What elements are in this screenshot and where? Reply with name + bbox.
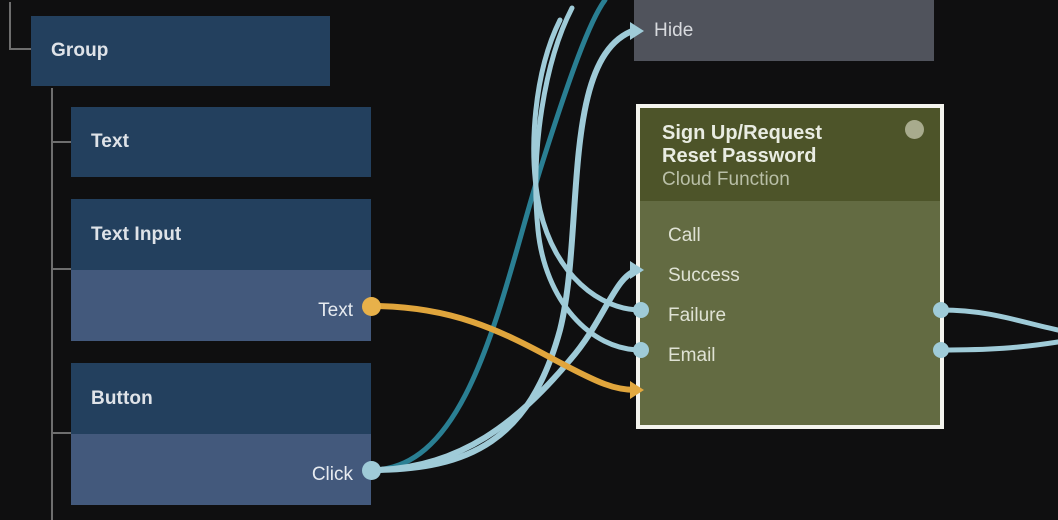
- port-label-failure[interactable]: Failure: [668, 305, 727, 327]
- node-cloud-function-subtitle: Cloud Function: [662, 168, 790, 190]
- wire-click-to-call: [368, 267, 641, 473]
- socket-output-2[interactable]: [933, 342, 949, 358]
- port-label-click-output[interactable]: Click: [311, 464, 353, 485]
- tree-rail-child-text: [51, 141, 71, 143]
- node-text-input-title: Text Input: [91, 223, 182, 245]
- wire-output-2: [938, 339, 1058, 353]
- node-text-input[interactable]: Text Input Text: [71, 199, 371, 341]
- node-hide[interactable]: Hide: [634, 0, 934, 61]
- socket-text-input-text-output[interactable]: [362, 297, 381, 316]
- node-button-title: Button: [91, 387, 153, 409]
- node-hide-header: Hide: [634, 0, 934, 61]
- node-text-input-header: Text Input: [71, 199, 371, 270]
- node-cloud-function[interactable]: Sign Up/Request Reset Password Cloud Fun…: [636, 104, 944, 429]
- wire-output-1: [938, 307, 1058, 333]
- port-arrow-call-input[interactable]: [630, 261, 644, 279]
- node-button-header: Button: [71, 363, 371, 434]
- tree-rail-root-vertical: [9, 2, 11, 50]
- node-cloud-function-body: Call Success Failure Email: [640, 201, 940, 395]
- wire-click-to-offscreen-top: [368, 0, 608, 473]
- tree-rail-child-button: [51, 432, 71, 434]
- node-group[interactable]: Group: [31, 16, 330, 86]
- port-arrow-hide-input[interactable]: [630, 22, 644, 40]
- node-text-input-body: Text: [71, 270, 371, 341]
- tree-rail-root-horizontal: [9, 48, 33, 50]
- wire-failure-to-offscreen-top: [533, 5, 644, 353]
- node-button[interactable]: Button Click: [71, 363, 371, 505]
- port-arrow-email-input[interactable]: [630, 381, 644, 399]
- wire-click-to-hide: [368, 27, 638, 473]
- wire-text-to-email: [368, 303, 639, 393]
- tree-rail-child-text-input: [51, 268, 71, 270]
- node-cloud-function-header: Sign Up/Request Reset Password Cloud Fun…: [640, 108, 940, 202]
- socket-output-1[interactable]: [933, 302, 949, 318]
- node-group-header: Group: [31, 16, 330, 86]
- socket-failure-input[interactable]: [633, 342, 649, 358]
- node-group-title: Group: [51, 40, 109, 61]
- wire-success-to-offscreen-top: [531, 17, 644, 313]
- node-hide-title: Hide: [654, 19, 694, 41]
- port-label-call[interactable]: Call: [668, 225, 701, 247]
- port-label-success[interactable]: Success: [668, 265, 740, 287]
- port-label-text-output[interactable]: Text: [318, 300, 353, 321]
- node-button-body: Click: [71, 434, 371, 505]
- node-text-title: Text: [91, 131, 130, 152]
- socket-button-click-output[interactable]: [362, 461, 381, 480]
- socket-success-input[interactable]: [633, 302, 649, 318]
- node-cloud-function-title: Sign Up/Request Reset Password: [662, 122, 823, 167]
- node-text[interactable]: Text: [71, 107, 371, 177]
- status-dot-icon: [905, 120, 924, 139]
- tree-rail-children-vertical: [51, 88, 53, 520]
- node-text-header: Text: [71, 107, 371, 177]
- port-label-email[interactable]: Email: [668, 345, 716, 367]
